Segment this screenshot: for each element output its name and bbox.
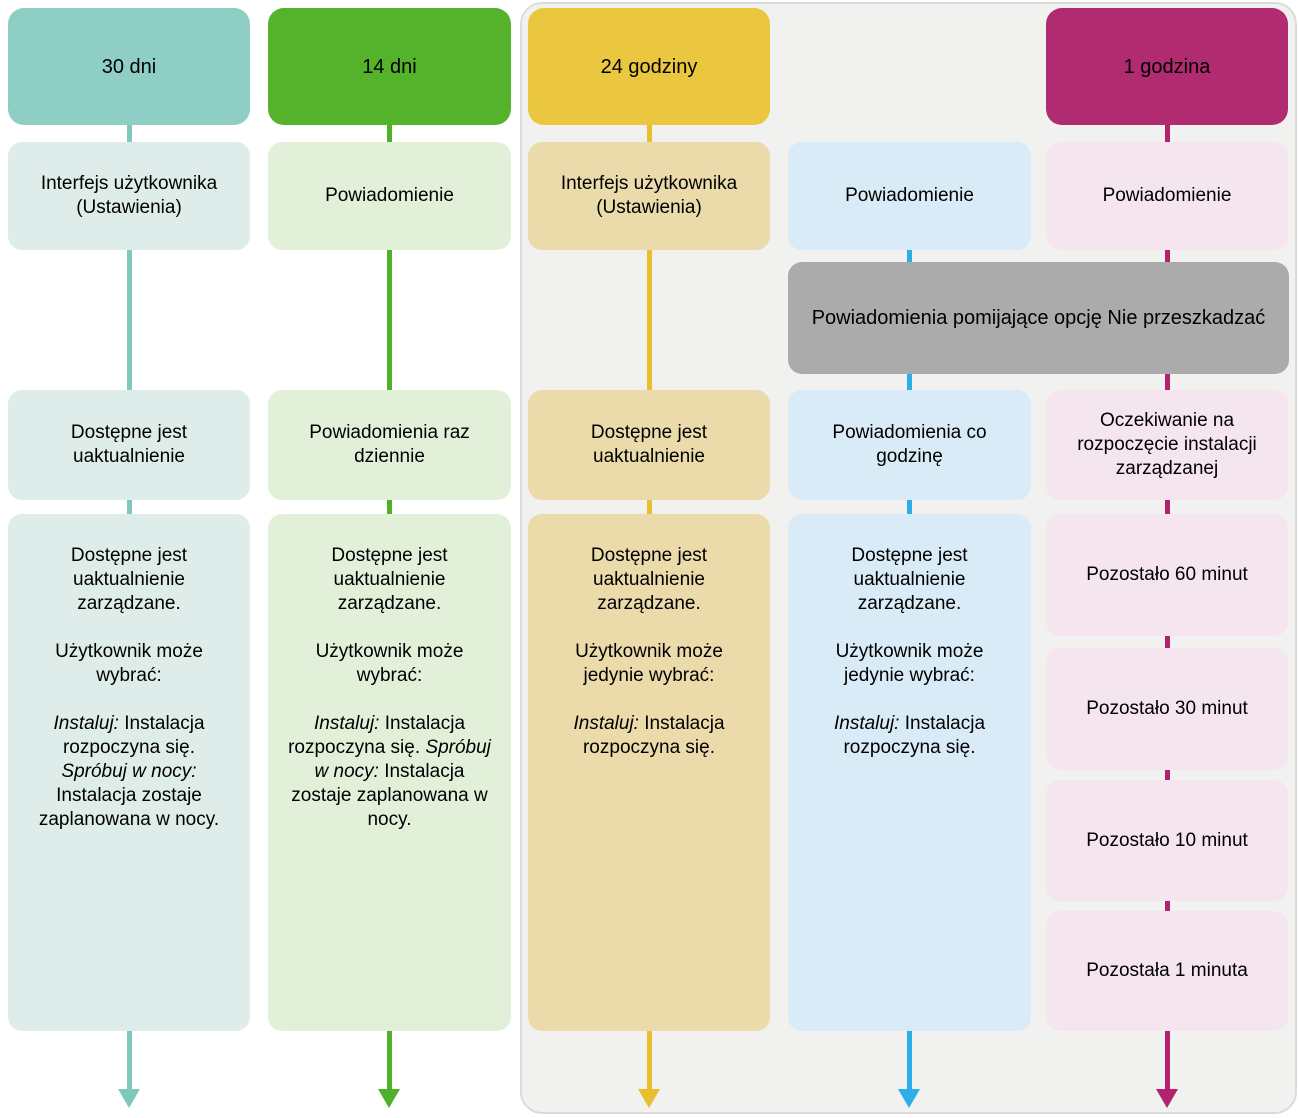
box-notify-detail: Dostępne jest uaktualnienie zarządzane. … [788,514,1031,1031]
detail-line-user-choice: Użytkownik może jedynie wybrać: [835,641,984,686]
install-option-text: Instalacja rozpoczyna się. [582,713,725,758]
night-option-label: Spróbuj w nocy: [314,737,491,782]
box-1h-notification: Powiadomienie [1046,142,1288,250]
box-30d-ui-settings: Interfejs użytkownika (Ustawienia) [8,142,250,250]
box-24h-ui-settings: Interfejs użytkownika (Ustawienia) [528,142,770,250]
arrow-down-icon-24-godziny [638,1089,660,1108]
box-1h-60-minutes-left: Pozostało 60 minut [1046,514,1288,636]
box-1h-1-minute-left: Pozostała 1 minuta [1046,911,1288,1031]
arrow-down-icon-1-godzina [1156,1089,1178,1108]
box-24h-detail: Dostępne jest uaktualnienie zarządzane. … [528,514,770,1031]
box-1h-10-minutes-left: Pozostało 10 minut [1046,780,1288,901]
box-14d-detail: Dostępne jest uaktualnienie zarządzane. … [268,514,511,1031]
install-option-label: Instaluj: [573,713,639,734]
install-option-label: Instaluj: [313,713,380,734]
detail-line-options: Instaluj: Instalacja rozpoczyna się. [808,712,1011,760]
box-14d-notification: Powiadomienie [268,142,511,250]
header-24-godziny: 24 godziny [528,8,770,125]
install-option-label: Instaluj: [833,713,900,734]
box-24h-update-available: Dostępne jest uaktualnienie [528,390,770,500]
detail-line-managed: Dostępne jest uaktualnienie zarządzane. [331,545,448,614]
header-1-godzina: 1 godzina [1046,8,1288,125]
box-14d-daily-notifications: Powiadomienia raz dziennie [268,390,511,500]
arrow-down-icon-30-dni [118,1089,140,1108]
detail-line-managed: Dostępne jest uaktualnienie zarządzane. [590,545,708,614]
box-notify-hourly: Powiadomienia co godzinę [788,390,1031,500]
night-option-text: Instalacja zostaje zaplanowana w nocy. [291,761,488,830]
install-option-text: Instalacja rozpoczyna się. [62,713,205,758]
install-option-text: Instalacja rozpoczyna się. [288,713,466,758]
header-14-dni: 14 dni [268,8,511,125]
header-30-dni: 30 dni [8,8,250,125]
box-30d-update-available: Dostępne jest uaktualnienie [8,390,250,500]
box-1h-30-minutes-left: Pozostało 30 minut [1046,648,1288,770]
detail-line-options: Instaluj: Instalacja rozpoczyna się. [548,712,750,760]
install-option-text: Instalacja rozpoczyna się. [843,713,986,758]
arrow-down-icon-14-dni [378,1089,400,1108]
detail-line-user-choice: Użytkownik może wybrać: [55,641,203,686]
banner-dnd-bypass: Powiadomienia pomijające opcję Nie przes… [788,262,1289,374]
detail-line-user-choice: Użytkownik może jedynie wybrać: [575,641,723,686]
detail-line-user-choice: Użytkownik może wybrać: [315,641,464,686]
box-1h-waiting-managed-install: Oczekiwanie na rozpoczęcie instalacji za… [1046,390,1288,500]
install-option-label: Instaluj: [53,713,119,734]
arrow-down-icon-powiadomienie [898,1089,920,1108]
detail-line-managed: Dostępne jest uaktualnienie zarządzane. [851,545,968,614]
night-option-text: Instalacja zostaje zaplanowana w nocy. [38,785,220,830]
box-30d-detail: Dostępne jest uaktualnienie zarządzane. … [8,514,250,1031]
detail-line-options: Instaluj: Instalacja rozpoczyna się. Spr… [288,712,491,832]
box-notify-notification: Powiadomienie [788,142,1031,250]
detail-line-options: Instaluj: Instalacja rozpoczyna się. Spr… [28,712,230,832]
detail-line-managed: Dostępne jest uaktualnienie zarządzane. [70,545,188,614]
night-option-label: Spróbuj w nocy: [61,761,197,782]
